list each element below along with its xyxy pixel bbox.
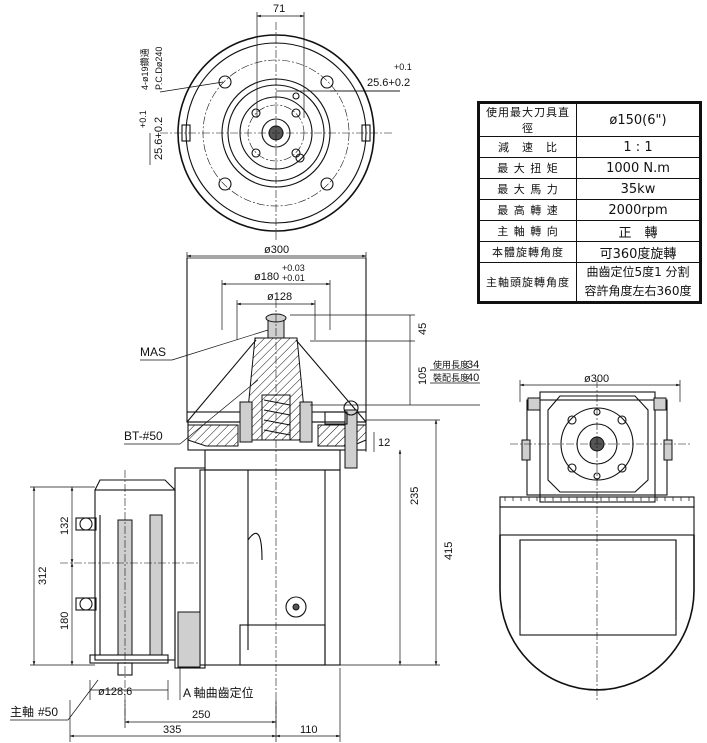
flange-bolt-holes bbox=[218, 75, 334, 191]
use-length-value: 34 bbox=[467, 359, 479, 371]
a-axis-label: A 軸曲齒定位 bbox=[183, 685, 254, 700]
spec-row: 減 速 比 1 : 1 bbox=[479, 136, 700, 158]
spec-key: 最 高 轉 速 bbox=[479, 199, 577, 221]
spec-value: 1000 N.m bbox=[576, 157, 700, 179]
dim-dia-128-6: ø128.6 bbox=[98, 686, 132, 698]
spec-value: ø150(6") bbox=[576, 103, 700, 137]
dim-180-left: 180 bbox=[59, 612, 71, 630]
dim-45: 45 bbox=[417, 323, 429, 335]
dim-235: 235 bbox=[409, 487, 421, 505]
dim-12: 12 bbox=[378, 437, 390, 449]
spec-row: 最 高 轉 速 2000rpm bbox=[479, 199, 700, 221]
spec-row: 主軸頭旋轉角度 曲齒定位5度1 分割 容許角度左右360度 bbox=[479, 262, 700, 302]
spec-value-line2: 容許角度左右360度 bbox=[584, 284, 692, 298]
spec-row: 最 大 馬 力 35kw bbox=[479, 178, 700, 200]
spec-key: 減 速 比 bbox=[479, 136, 577, 158]
tol-left-upper: +0.1 bbox=[138, 110, 148, 128]
spindle-no: #50 bbox=[38, 705, 58, 719]
top-view: 71 +0.1 25.6+0.2 bbox=[138, 3, 412, 240]
holes-note: 4-ø19鑽通 bbox=[139, 48, 150, 90]
dim-132: 132 bbox=[59, 517, 71, 535]
dim-335: 335 bbox=[163, 724, 181, 736]
dim-110: 110 bbox=[300, 724, 318, 736]
fit-length-label: 裝配長度 bbox=[433, 372, 469, 383]
dim-dia-180-tol-upper: +0.03 bbox=[282, 263, 305, 273]
spindle-label: 主軸 bbox=[10, 705, 34, 719]
spec-key: 使用最大刀具直徑 bbox=[479, 103, 577, 137]
side-scale-ticks bbox=[504, 497, 690, 501]
dim-250: 250 bbox=[192, 709, 210, 721]
side-view: ø300 bbox=[499, 373, 695, 700]
tol-right-upper: +0.1 bbox=[394, 62, 412, 72]
dim-dia-128: ø128 bbox=[267, 291, 292, 303]
spec-key: 最 大 扭 矩 bbox=[479, 157, 577, 179]
spec-table: 使用最大刀具直徑 ø150(6") 減 速 比 1 : 1 最 大 扭 矩 10… bbox=[477, 101, 702, 304]
spec-row: 使用最大刀具直徑 ø150(6") bbox=[479, 103, 700, 137]
spec-row: 本體旋轉角度 可360度旋轉 bbox=[479, 241, 700, 263]
spec-key: 最 大 馬 力 bbox=[479, 178, 577, 200]
pcd-note: P.C.Dø240 bbox=[154, 47, 164, 90]
spec-key: 主軸頭旋轉角度 bbox=[479, 262, 577, 302]
tol-left-lower: 25.6+0.2 bbox=[153, 117, 165, 160]
dim-105: 105 bbox=[417, 367, 429, 385]
spec-value: 正 轉 bbox=[576, 220, 700, 242]
dim-dia-300: ø300 bbox=[264, 244, 289, 256]
dim-415: 415 bbox=[443, 542, 455, 560]
spec-row: 最 大 扭 矩 1000 N.m bbox=[479, 157, 700, 179]
spec-key: 本體旋轉角度 bbox=[479, 241, 577, 263]
dim-71: 71 bbox=[273, 3, 285, 15]
front-view: ø300 ø180 +0.03 +0.01 ø128 bbox=[10, 244, 480, 742]
spec-value: 可360度旋轉 bbox=[576, 241, 700, 263]
spec-key: 主 軸 轉 向 bbox=[479, 220, 577, 242]
label-bt: BT-#50 bbox=[124, 429, 163, 443]
label-mas: MAS bbox=[140, 345, 166, 359]
dim-dia-180-tol-lower: +0.01 bbox=[282, 273, 305, 283]
tol-right-lower: 25.6+0.2 bbox=[367, 77, 410, 89]
spec-value: 35kw bbox=[576, 178, 700, 200]
spec-value-multiline: 曲齒定位5度1 分割 容許角度左右360度 bbox=[576, 262, 700, 302]
spec-row: 主 軸 轉 向 正 轉 bbox=[479, 220, 700, 242]
use-length-label: 使用長度 bbox=[433, 359, 469, 370]
fit-length-value: 40 bbox=[467, 372, 479, 384]
spec-value: 2000rpm bbox=[576, 199, 700, 221]
dim-dia-180: ø180 bbox=[254, 271, 279, 283]
dim-312: 312 bbox=[37, 567, 49, 585]
spec-value-line1: 曲齒定位5度1 分割 bbox=[586, 265, 690, 279]
side-dim-dia-300: ø300 bbox=[584, 373, 609, 385]
spec-value: 1 : 1 bbox=[576, 136, 700, 158]
